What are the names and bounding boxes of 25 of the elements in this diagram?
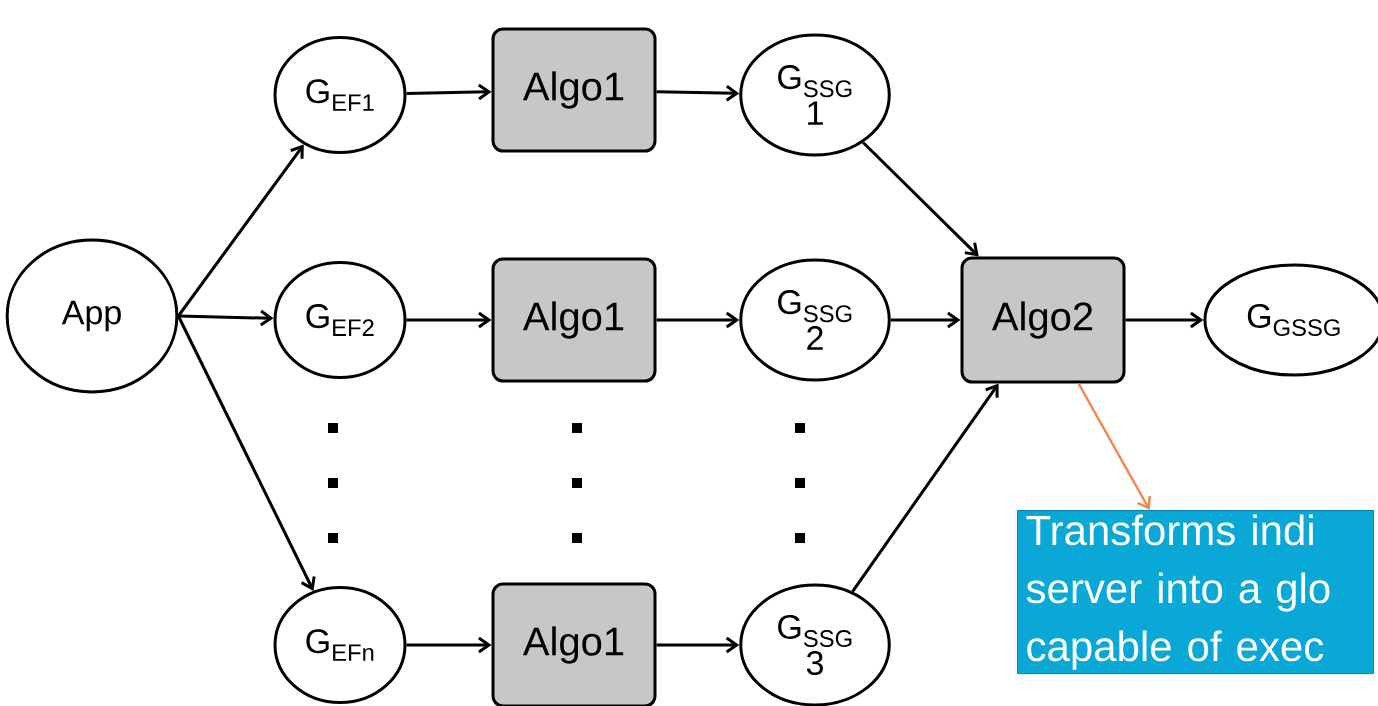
arrow — [406, 83, 492, 101]
circle-node: G$_{SSG}$ 1 — [739, 33, 891, 157]
arrow — [890, 311, 961, 329]
process-box: Algo1 — [491, 257, 657, 383]
arrow — [406, 636, 492, 654]
arrow — [1125, 311, 1204, 329]
arrow — [656, 636, 740, 654]
arrow — [177, 144, 304, 317]
process-box: Algo1 — [491, 582, 657, 706]
arrow — [177, 315, 316, 591]
circle-node: G$_{SSG}$ 2 — [739, 258, 891, 382]
arrow — [862, 141, 979, 257]
arrow — [851, 383, 999, 593]
arrow — [656, 311, 740, 329]
arrow — [406, 311, 492, 329]
process-box: Algo2 — [960, 256, 1126, 384]
circle-node: App — [5, 238, 179, 394]
circle-node: G$_{EF1}$ — [273, 36, 407, 154]
process-box: Algo1 — [491, 27, 657, 153]
circle-node: G$_{EFn}$ — [273, 586, 407, 704]
circle-node: G$_{EF2}$ — [273, 261, 407, 379]
arrow — [656, 84, 740, 102]
callout-box: Transforms indi server into a glo capable of exec — [1017, 510, 1374, 675]
arrow — [1077, 382, 1152, 510]
arrow — [178, 309, 274, 327]
